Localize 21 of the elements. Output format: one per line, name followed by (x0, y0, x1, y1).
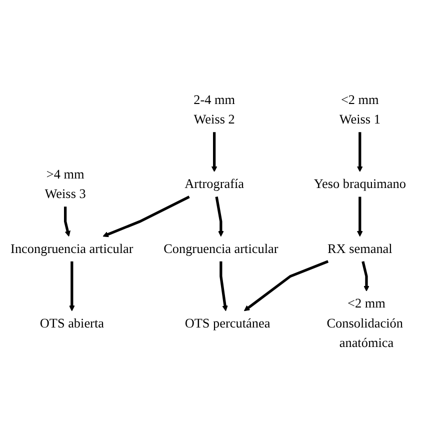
arrow (69, 260, 75, 311)
arrow (102, 195, 190, 237)
node-text: >4 mm Weiss 3 (44, 166, 86, 201)
node-text: Yeso braquimano (314, 176, 406, 191)
node-text: 2-4 mm Weiss 2 (194, 92, 236, 126)
node-text: RX semanal (327, 241, 392, 256)
arrow (244, 260, 329, 311)
node-text: <2 mm Consolidación anatómica (326, 296, 403, 350)
arrow (356, 132, 363, 172)
node-text: Congruencia articular (164, 241, 278, 256)
arrow (215, 196, 224, 236)
node-text: <2 mm Weiss 1 (339, 92, 380, 126)
arrow (220, 260, 228, 311)
node-text: OTS percutánea (184, 316, 270, 330)
node-text: Incongruencia articular (10, 241, 134, 256)
node-text: OTS abierta (40, 316, 104, 330)
node-text: Artrografía (184, 176, 244, 191)
arrow (64, 206, 70, 236)
arrow (356, 196, 363, 236)
arrow (211, 132, 218, 172)
arrow (362, 260, 370, 291)
